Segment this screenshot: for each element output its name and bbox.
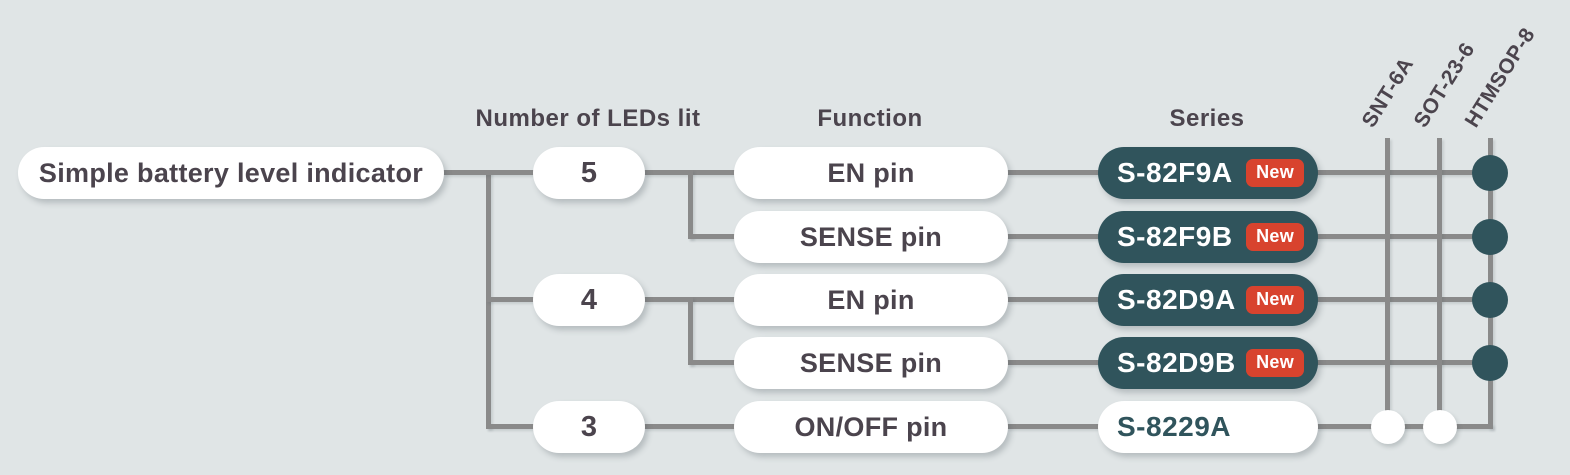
leds-count-label: 4 bbox=[580, 283, 598, 316]
series-name: S-8229A bbox=[1117, 411, 1232, 442]
leds-count-label: 5 bbox=[580, 156, 598, 189]
new-badge: New bbox=[1246, 223, 1304, 251]
series-pill-s-82d9a: S-82D9A New bbox=[1098, 274, 1318, 326]
connector-pkg-row1 bbox=[1316, 170, 1493, 175]
package-column-line-snt-6a bbox=[1385, 138, 1390, 429]
connector-pkg-row4 bbox=[1316, 360, 1493, 365]
root-category-pill: Simple battery level indicator bbox=[18, 147, 444, 199]
function-pill-row1: EN pin bbox=[734, 147, 1008, 199]
function-label: SENSE pin bbox=[799, 347, 943, 378]
connector-pkg-row3 bbox=[1316, 297, 1493, 302]
header-number-of-leds-lit: Number of LEDs lit bbox=[475, 105, 701, 132]
header-series: Series bbox=[1169, 105, 1245, 132]
dot-s-82f9b-htmsop-8 bbox=[1472, 219, 1508, 255]
series-name: S-82D9A bbox=[1117, 284, 1236, 315]
dot-s-82d9b-htmsop-8 bbox=[1472, 345, 1508, 381]
dot-s-8229a-snt-6a bbox=[1371, 410, 1405, 444]
leds-count-pill-5: 5 bbox=[533, 147, 645, 199]
package-label-snt-6a: SNT-6A bbox=[1357, 53, 1419, 132]
connector-4-to-sense bbox=[688, 360, 736, 365]
function-pill-row5: ON/OFF pin bbox=[734, 401, 1008, 453]
dot-s-8229a-sot-23-6 bbox=[1423, 410, 1457, 444]
dot-s-82f9a-htmsop-8 bbox=[1472, 155, 1508, 191]
package-label-htmsop-8: HTMSOP-8 bbox=[1460, 23, 1540, 132]
connector-fn-series-row4 bbox=[1007, 360, 1099, 365]
connector-spine-to-3 bbox=[486, 424, 534, 429]
series-name: S-82D9B bbox=[1117, 347, 1236, 378]
series-pill-s-82f9b: S-82F9B New bbox=[1098, 211, 1318, 263]
function-pill-row4: SENSE pin bbox=[734, 337, 1008, 389]
function-label: ON/OFF pin bbox=[794, 411, 948, 442]
connector-5-subspine bbox=[688, 170, 693, 239]
series-name: S-82F9A bbox=[1117, 157, 1233, 188]
connector-3-to-onoff bbox=[644, 424, 736, 429]
connector-5-to-sense bbox=[688, 234, 736, 239]
root-category-label: Simple battery level indicator bbox=[38, 157, 424, 188]
new-badge: New bbox=[1246, 159, 1304, 187]
connector-root-to-5 bbox=[443, 170, 534, 175]
connector-fn-series-row2 bbox=[1007, 234, 1099, 239]
connector-4-subspine bbox=[688, 297, 693, 365]
function-pill-row2: SENSE pin bbox=[734, 211, 1008, 263]
dot-s-82d9a-htmsop-8 bbox=[1472, 282, 1508, 318]
leds-count-pill-3: 3 bbox=[533, 401, 645, 453]
connector-fn-series-row3 bbox=[1007, 297, 1099, 302]
connector-pkg-row2 bbox=[1316, 234, 1493, 239]
connector-spine-to-4 bbox=[486, 297, 534, 302]
function-label: EN pin bbox=[827, 157, 915, 188]
series-pill-s-8229a: S-8229A bbox=[1098, 401, 1318, 453]
connector-fn-series-row5 bbox=[1007, 424, 1099, 429]
function-label: EN pin bbox=[827, 284, 915, 315]
series-pill-s-82d9b: S-82D9B New bbox=[1098, 337, 1318, 389]
package-column-line-sot-23-6 bbox=[1437, 138, 1442, 429]
leds-count-pill-4: 4 bbox=[533, 274, 645, 326]
function-pill-row3: EN pin bbox=[734, 274, 1008, 326]
series-pill-s-82f9a: S-82F9A New bbox=[1098, 147, 1318, 199]
new-badge: New bbox=[1246, 286, 1304, 314]
function-label: SENSE pin bbox=[799, 221, 943, 252]
header-function: Function bbox=[817, 105, 923, 132]
leds-count-label: 3 bbox=[580, 410, 598, 443]
new-badge: New bbox=[1246, 349, 1304, 377]
connector-fn-series-row1 bbox=[1007, 170, 1099, 175]
series-name: S-82F9B bbox=[1117, 221, 1233, 252]
